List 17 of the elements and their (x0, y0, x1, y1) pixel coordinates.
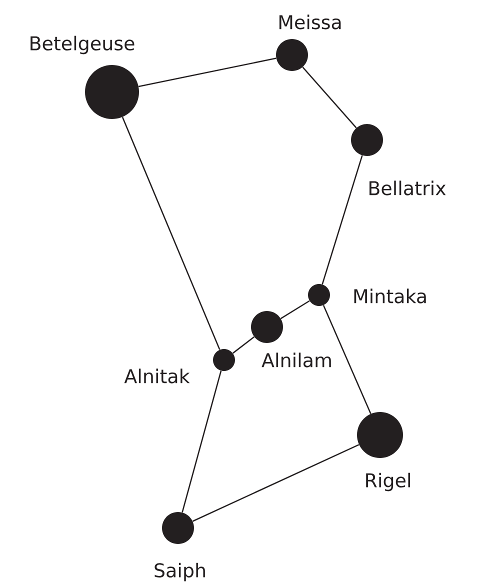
constellation-line (322, 155, 363, 284)
constellation-line (232, 336, 255, 354)
constellation-line (138, 58, 276, 88)
constellation-line (122, 116, 220, 350)
star-label: Betelgeuse (30, 36, 134, 54)
constellation-line (182, 370, 222, 513)
star-label: Alnilam (262, 352, 331, 368)
star-label: Mintaka (354, 288, 426, 304)
star-label: Bellatrix (370, 180, 446, 196)
constellation-line (302, 66, 357, 128)
star-label: Meissa (279, 14, 341, 30)
star-label: Alnitak (124, 368, 190, 384)
star-label: Saiph (154, 562, 205, 582)
constellation-line (322, 305, 372, 414)
constellation-line (192, 444, 360, 522)
constellation-line (280, 300, 310, 320)
star-label: Rigel (366, 472, 410, 492)
